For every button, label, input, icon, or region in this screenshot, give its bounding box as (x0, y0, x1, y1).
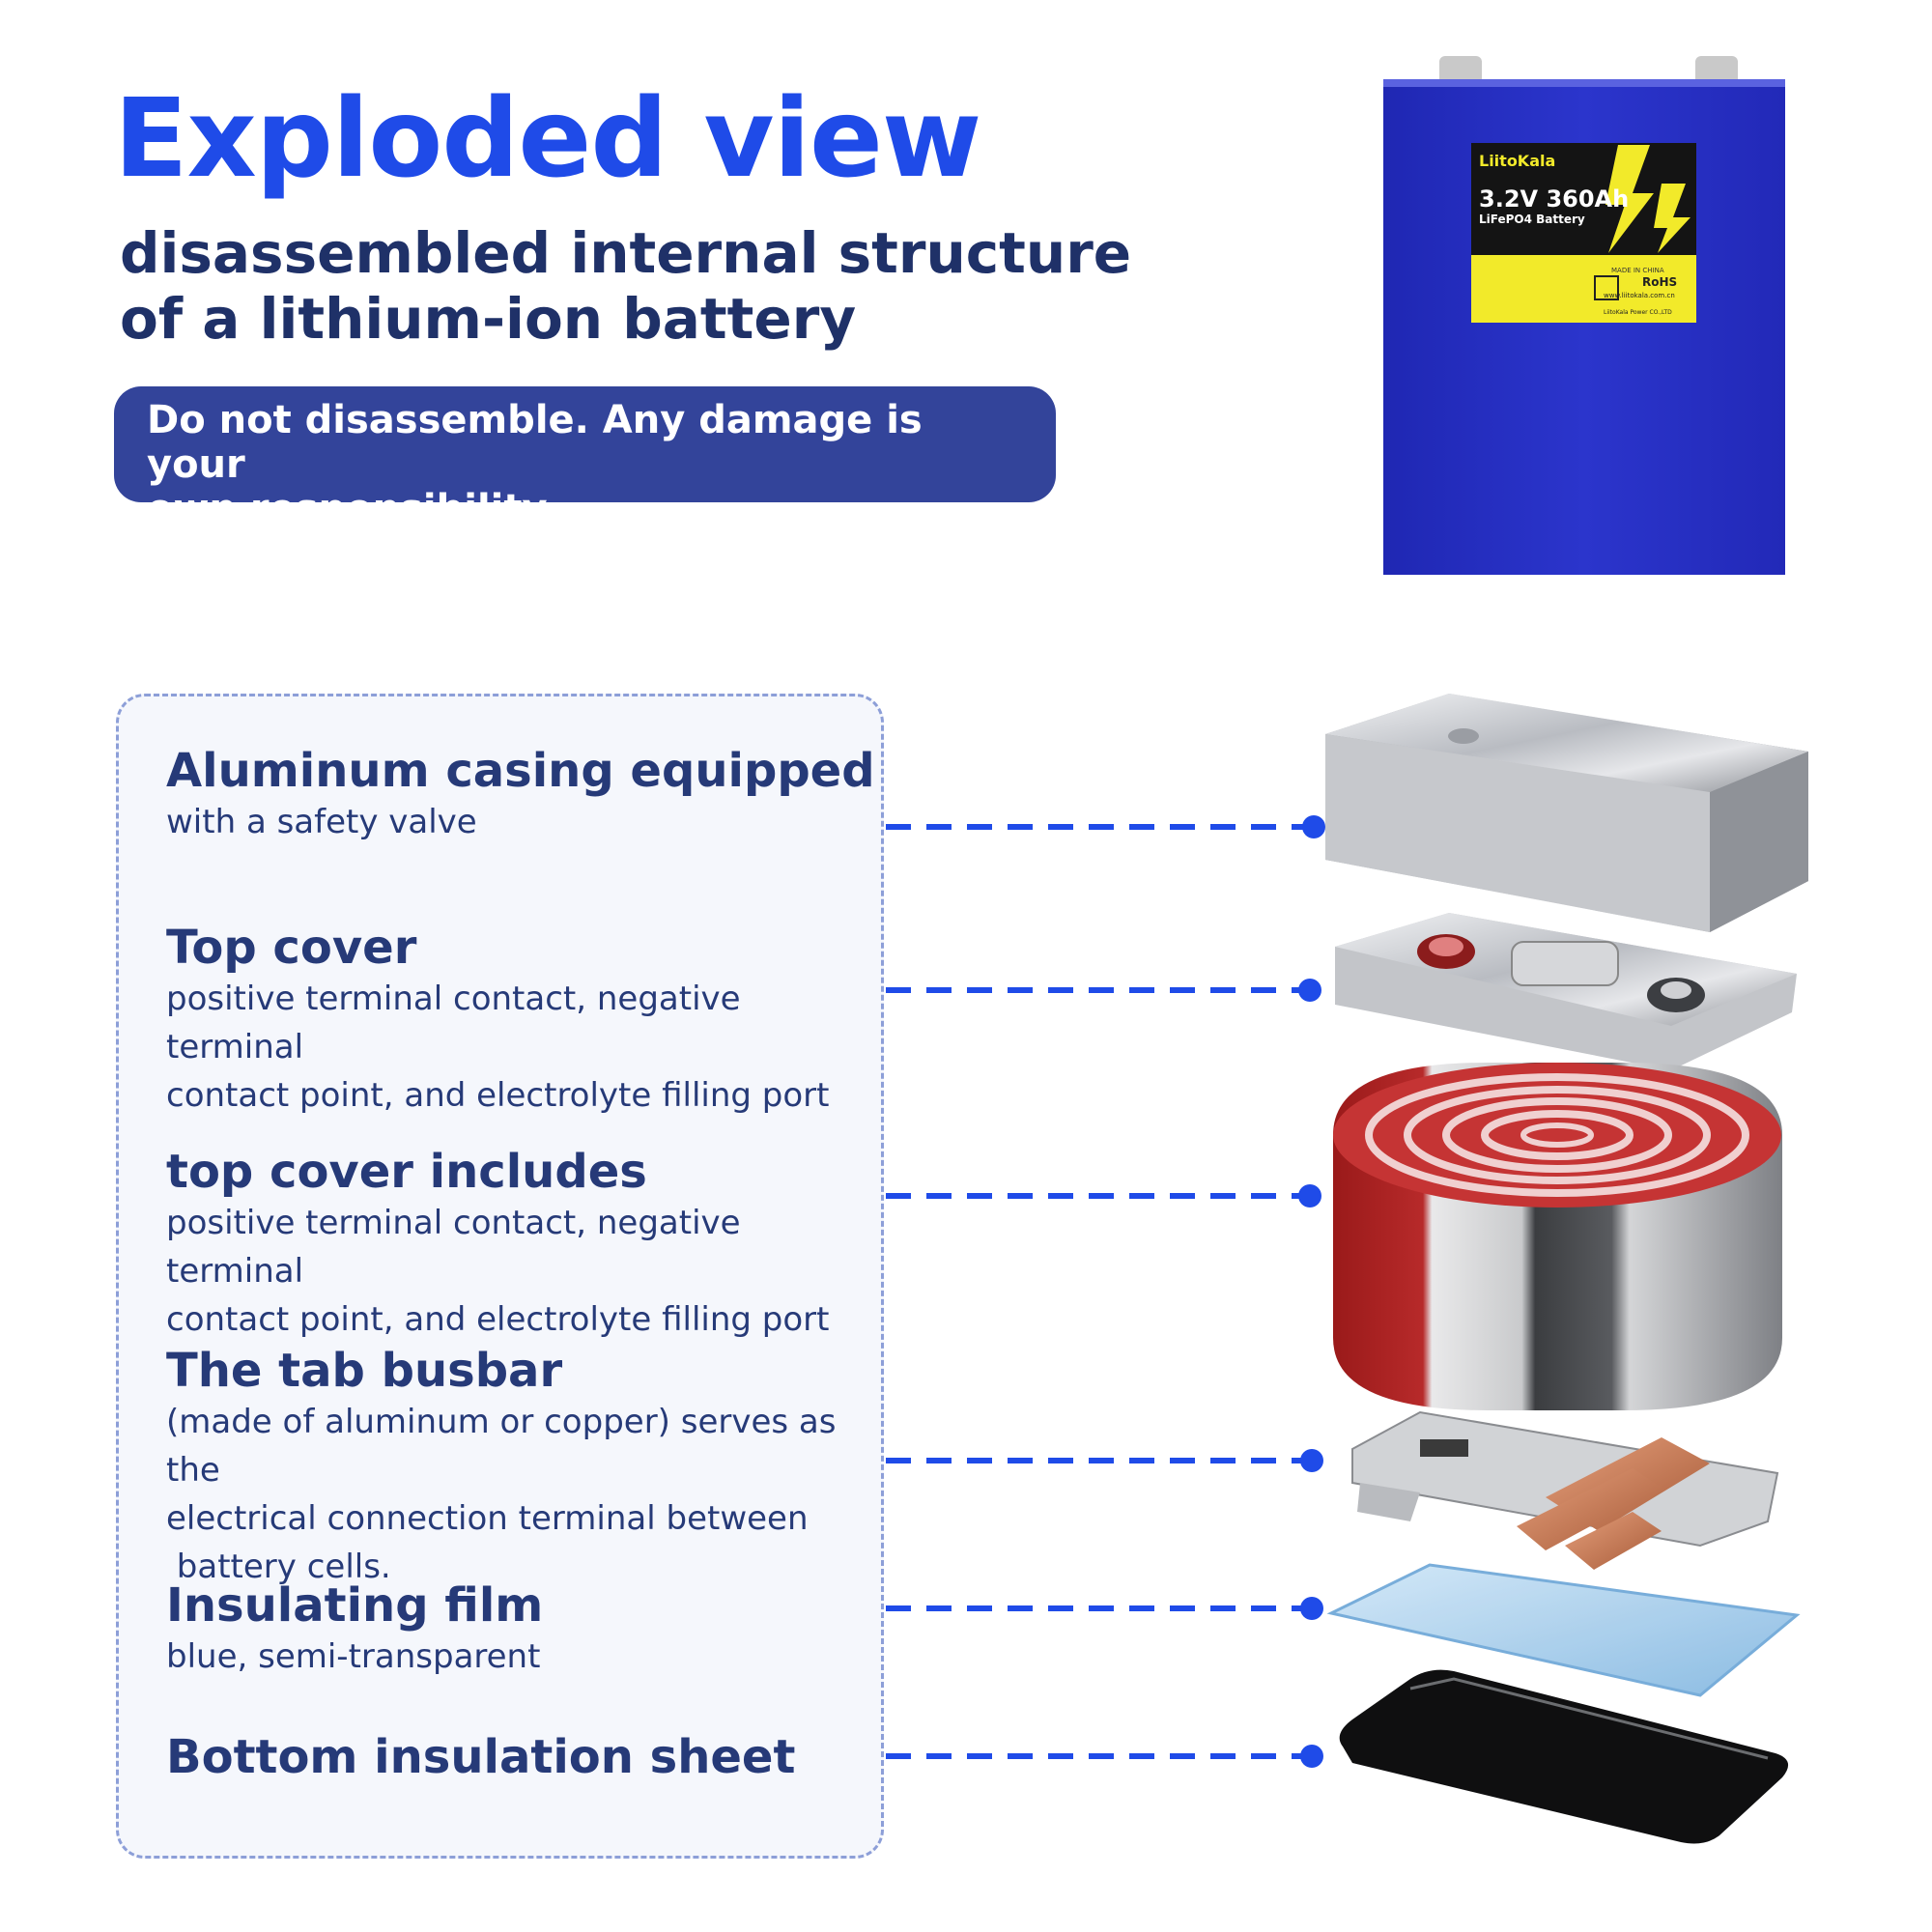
label-website: www.liitokala.com.cn (1604, 292, 1675, 299)
jelly-roll-image (1333, 1063, 1782, 1410)
desc-line: positive terminal contact, negative term… (166, 1203, 741, 1291)
qr-code-icon (1594, 275, 1619, 300)
desc-line: with a safety valve (166, 802, 477, 841)
leader-dot (1300, 1449, 1323, 1472)
desc-line: blue, semi-transparent (166, 1636, 541, 1676)
leader-dot (1298, 979, 1321, 1002)
desc-line: contact point, and electrolyte filling p… (166, 1075, 830, 1115)
label-chemistry: LiFePO4 Battery (1479, 213, 1585, 226)
component-desc: with a safety valve (166, 799, 881, 847)
subtitle-line-1: disassembled internal structure (120, 220, 1132, 286)
battery-cell-image (1383, 56, 1785, 575)
desc-line: electrical connection terminal between (166, 1498, 809, 1538)
warning-line-2: own responsibility (147, 487, 548, 531)
aluminum-casing-image (1325, 694, 1808, 932)
desc-line: contact point, and electrolyte filling p… (166, 1299, 830, 1339)
components-panel (116, 694, 884, 1859)
warning-banner: Do not disassemble. Any damage is your o… (114, 386, 1056, 531)
leader-dot (1300, 1597, 1323, 1620)
leader-dot (1300, 1745, 1323, 1768)
component-title: The tab busbar (166, 1344, 563, 1398)
leader-dot (1302, 815, 1325, 838)
component-desc: (made of aluminum or copper) serves as t… (166, 1399, 881, 1592)
subtitle-line-2: of a lithium-ion battery (120, 286, 857, 353)
insulating-film-image (1326, 1563, 1801, 1697)
component-bottom-insulation-sheet: Bottom insulation sheet (166, 1732, 881, 1783)
label-made-in: MADE IN CHINA (1611, 267, 1664, 274)
component-title: Insulating film (166, 1578, 544, 1633)
label-rohs: RoHS (1642, 275, 1677, 289)
label-model: 3.2V 360Ah (1479, 185, 1629, 213)
desc-line: positive terminal contact, negative term… (166, 979, 741, 1066)
desc-line: (made of aluminum or copper) serves as t… (166, 1402, 837, 1490)
label-brand: LiitoKala (1479, 152, 1555, 170)
component-top-cover-includes: top cover includes positive terminal con… (166, 1147, 881, 1345)
component-title: Top cover (166, 921, 417, 975)
component-desc: positive terminal contact, negative term… (166, 1200, 881, 1345)
bottom-sheet-image (1339, 1669, 1789, 1844)
desc-line: battery cells. (166, 1547, 391, 1586)
tab-busbar-image (1351, 1410, 1779, 1570)
component-insulating-film: Insulating film blue, semi-transparent (166, 1580, 881, 1682)
component-desc: blue, semi-transparent (166, 1634, 881, 1682)
leader-dot (1298, 1184, 1321, 1208)
component-aluminum-casing: Aluminum casing equipped with a safety v… (166, 746, 881, 847)
label-company: LiitoKala Power CO.,LTD (1604, 309, 1672, 316)
top-cover-image (1335, 913, 1797, 1070)
component-title: Aluminum casing equipped (166, 744, 875, 798)
page-subtitle: disassembled internal structure of a lit… (120, 220, 1131, 353)
component-title: Bottom insulation sheet (166, 1730, 796, 1784)
component-desc: positive terminal contact, negative term… (166, 976, 881, 1121)
component-title: top cover includes (166, 1145, 647, 1199)
component-tab-busbar: The tab busbar (made of aluminum or copp… (166, 1346, 881, 1592)
warning-line-1: Do not disassemble. Any damage is your (147, 398, 923, 487)
page-title: Exploded view (114, 76, 981, 202)
component-top-cover: Top cover positive terminal contact, neg… (166, 923, 881, 1121)
